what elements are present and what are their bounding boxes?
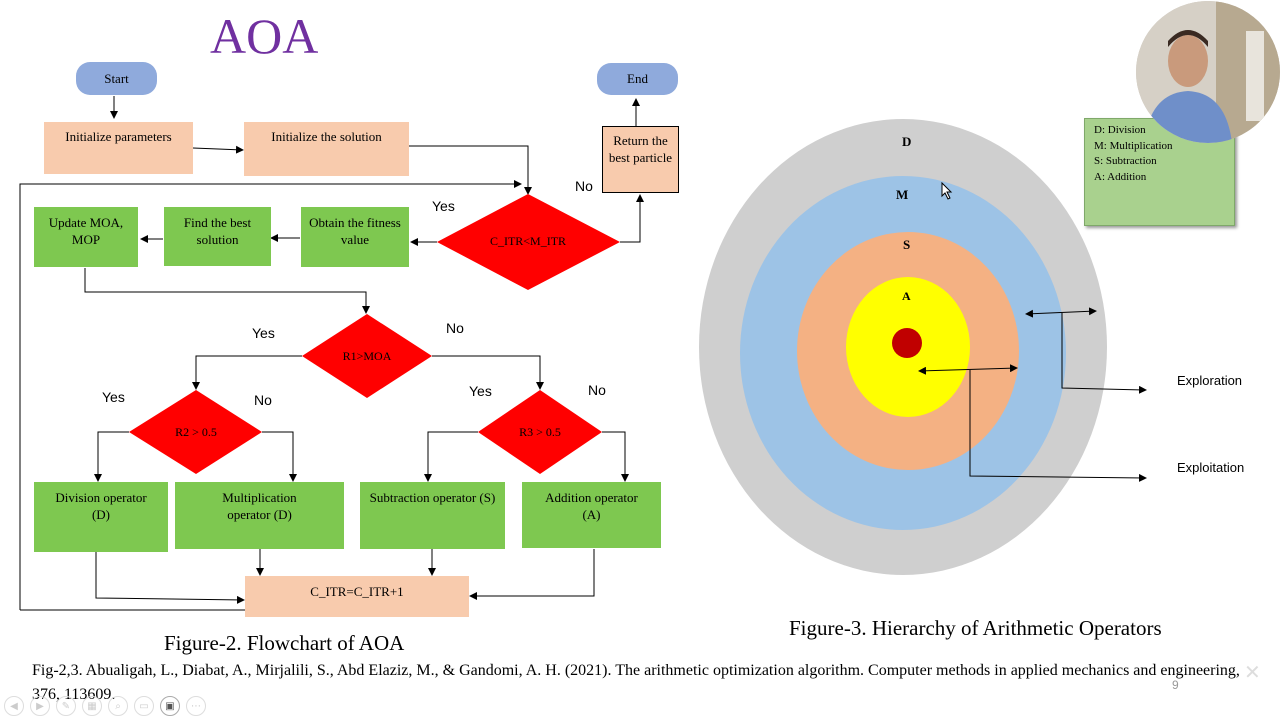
decision-r1-label: R1>MOA	[342, 349, 392, 363]
reference-text: Fig-2,3. Abualigah, L., Diabat, A., Mirj…	[32, 662, 1240, 703]
increment-box: C_ITR=C_ITR+1	[245, 576, 469, 617]
presenter-avatar-icon	[1136, 1, 1280, 143]
subtraction-operator-box: Subtraction operator (S)	[360, 482, 505, 549]
addition-operator-box: Addition operator (A)	[522, 482, 661, 548]
multiplication-operator-box: Multiplication operator (D)	[175, 482, 344, 549]
mouse-cursor-icon	[941, 182, 953, 200]
start-terminal: Start	[76, 62, 157, 95]
label-no-r2: No	[254, 392, 272, 408]
update-moa-mop-box: Update MOA, MOP	[34, 207, 138, 267]
camera-icon[interactable]: ▣	[160, 696, 180, 716]
slides-grid-icon[interactable]: ▦	[82, 696, 102, 716]
exploitation-label: Exploitation	[1177, 460, 1245, 475]
arrow-solution-decision	[408, 145, 532, 195]
decision-r1-shape	[302, 314, 432, 398]
decision-main-shape	[437, 194, 620, 290]
zoom-icon[interactable]: ⌕	[108, 696, 128, 716]
find-best-box: Find the best solution	[164, 207, 271, 266]
decision-r2-shape	[129, 390, 262, 474]
arrow-r2-division	[94, 431, 129, 482]
init-parameters-box: Initialize parameters	[44, 122, 193, 174]
next-slide-icon[interactable]: ▶	[30, 696, 50, 716]
figure3-caption: Figure-3. Hierarchy of Arithmetic Operat…	[789, 616, 1162, 640]
legend-item-multiplication: M: Multiplication	[1094, 139, 1173, 152]
more-options-icon[interactable]: ⋯	[186, 696, 206, 716]
legend-item-division: D: Division	[1094, 124, 1146, 136]
label-yes-r2: Yes	[102, 389, 125, 405]
ring-label-m: M	[896, 187, 909, 202]
label-no-main: No	[575, 178, 593, 194]
decision-r3-label: R3 > 0.5	[519, 425, 561, 439]
return-best-box: Return the best particle	[602, 126, 679, 193]
arrow-r3-addition	[602, 431, 629, 482]
label-no-r3: No	[588, 382, 606, 398]
hierarchy-diagram	[699, 119, 1147, 575]
slide-title: AOA	[210, 8, 319, 64]
ring-label-d: D	[902, 134, 912, 149]
core-dot	[892, 328, 922, 358]
previous-slide-icon[interactable]: ◀	[4, 696, 24, 716]
arrow-exploitation	[969, 370, 1147, 482]
ring-label-s: S	[903, 237, 911, 252]
division-operator-box: Division operator (D)	[34, 482, 168, 552]
arrow-division-increment	[95, 552, 245, 604]
arrow-decision-return	[620, 194, 644, 243]
label-yes-r1: Yes	[252, 325, 275, 341]
obtain-fitness-box: Obtain the fitness value	[301, 207, 409, 267]
presenter-webcam	[1136, 1, 1280, 143]
init-solution-box: Initialize the solution	[244, 122, 409, 176]
arrow-r2-multiplication	[262, 431, 297, 482]
legend-item-subtraction: S: Subtraction	[1094, 155, 1157, 167]
arrow-loop-back	[19, 180, 522, 610]
arrow-addition-increment	[469, 549, 595, 600]
arrow-exploitation-span	[918, 364, 1018, 375]
ring-label-a: A	[902, 289, 911, 303]
arrow-r3-subtraction	[424, 431, 478, 482]
close-icon[interactable]: ✕	[1244, 660, 1261, 684]
subtitles-icon[interactable]: ▭	[134, 696, 154, 716]
arrow-params-solution	[192, 145, 244, 154]
arrow-exploration-span	[1025, 307, 1097, 318]
arrow-update-r1	[84, 268, 370, 314]
decision-r2-label: R2 > 0.5	[175, 425, 217, 439]
exploration-label: Exploration	[1177, 373, 1243, 388]
label-yes-main: Yes	[432, 198, 455, 214]
arrow-r1-r2	[192, 355, 302, 390]
legend-item-addition: A: Addition	[1094, 170, 1147, 183]
decision-main-label: C_ITR<M_ITR	[489, 234, 567, 248]
label-yes-r3: Yes	[469, 383, 492, 399]
arrow-exploration	[1061, 313, 1147, 394]
figure2-caption: Figure-2. Flowchart of AOA	[164, 631, 405, 655]
presentation-toolbar: ◀ ▶ ✎ ▦ ⌕ ▭ ▣ ⋯	[4, 696, 206, 716]
pen-icon[interactable]: ✎	[56, 696, 76, 716]
label-no-r1: No	[446, 320, 464, 336]
arrow-r1-r3	[432, 355, 544, 390]
page-number: 9	[1172, 678, 1179, 692]
end-terminal: End	[597, 63, 678, 95]
decision-r3-shape	[478, 390, 602, 474]
